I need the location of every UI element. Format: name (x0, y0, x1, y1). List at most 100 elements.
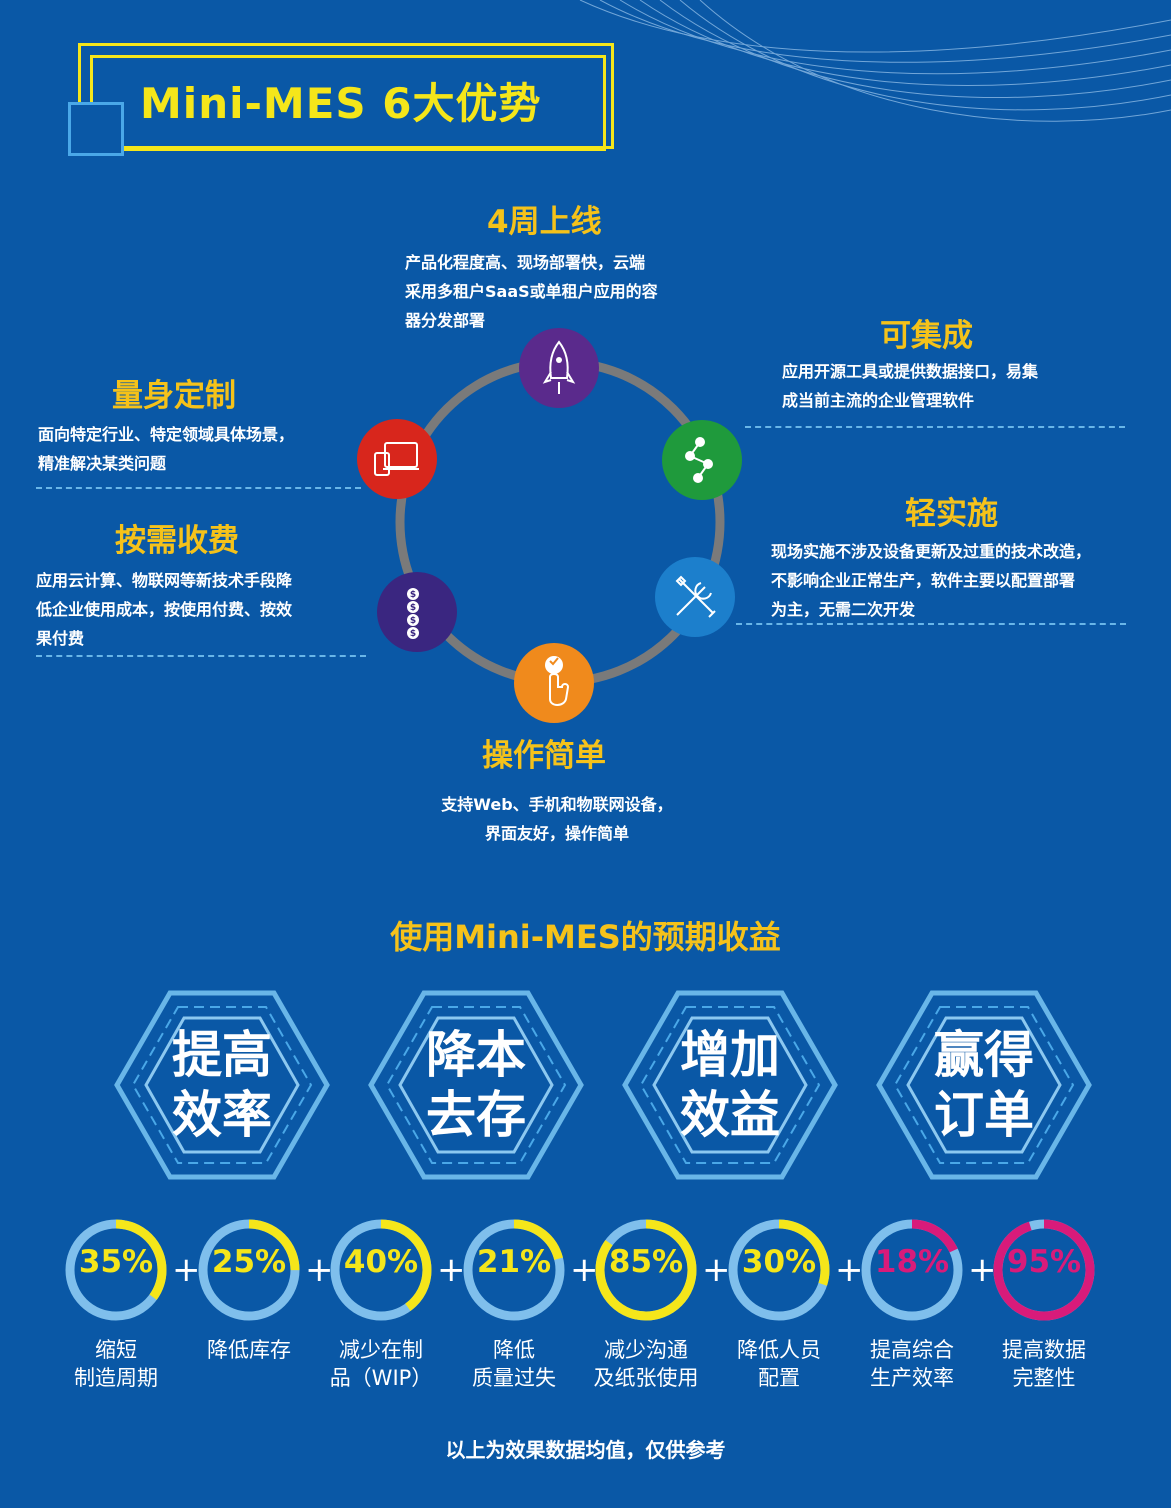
metric-value: 40% (343, 1244, 419, 1280)
touch-hand-icon (545, 656, 570, 706)
share-nodes-icon (685, 437, 713, 483)
hexagon-label-line2: 效益 (680, 1086, 780, 1144)
page-title: Mini-MES 6大优势 (140, 79, 542, 128)
svg-text:$: $ (410, 603, 416, 613)
metric-ring: 30% (727, 1218, 831, 1322)
hexagon-label-line2: 效率 (172, 1086, 272, 1144)
metric-value: 18% (874, 1244, 950, 1280)
rocket-icon (542, 340, 576, 394)
plus-sign: + (968, 1250, 997, 1290)
hexagon-label-line1: 赢得 (934, 1026, 1034, 1084)
wave-decoration (579, 0, 1171, 122)
metric-label-line: 配置 (758, 1366, 800, 1390)
metric-ring: 18% (860, 1218, 964, 1322)
plus-sign: + (835, 1250, 864, 1290)
feature-node-simple (514, 643, 594, 723)
progress-ring-icon (595, 1219, 697, 1321)
feature-desc-light: 现场实施不涉及设备更新及过重的技术改造， 不影响企业正常生产，软件主要以配置部署… (771, 542, 1092, 619)
metric-ring: 21% (462, 1218, 566, 1322)
feature-title-custom: 量身定制 (112, 378, 236, 414)
progress-ring-icon (198, 1219, 300, 1321)
metric-value: 35% (78, 1244, 154, 1280)
metric-label: 降低质量过失 (439, 1336, 589, 1392)
metric-label-line: 及纸张使用 (593, 1366, 699, 1390)
benefit-hexagon: 降本去存 (368, 990, 584, 1180)
metric-label-line: 提高综合 (870, 1338, 954, 1362)
feature-node-integrate (662, 420, 742, 500)
progress-ring-icon (330, 1219, 432, 1321)
feature-node-pay: $$$$ (377, 572, 457, 652)
metric-label-line: 完整性 (1012, 1366, 1076, 1390)
title-frame-outer (78, 43, 614, 149)
hexagon-frame-icon (876, 990, 1092, 1180)
feature-desc-pay: 应用云计算、物联网等新技术手段降 低企业使用成本，按使用付费、按效 果付费 (36, 571, 293, 648)
svg-text:$: $ (410, 616, 416, 626)
benefit-hexagon: 增加效益 (622, 990, 838, 1180)
benefit-hexagon: 赢得订单 (876, 990, 1092, 1180)
metric-label: 提高数据完整性 (969, 1336, 1119, 1392)
metric-label-line: 缩短 (95, 1338, 137, 1362)
feature-title-light: 轻实施 (905, 496, 998, 532)
metric-ring: 40% (329, 1218, 433, 1322)
divider-integrate (745, 426, 1125, 428)
metric-label: 减少在制品（WIP） (306, 1336, 456, 1392)
footnote: 以上为效果数据均值，仅供参考 (445, 1438, 726, 1462)
wrench-screwdriver-icon (675, 575, 716, 618)
feature-desc-custom: 面向特定行业、特定领域具体场景， 精准解决某类问题 (38, 425, 295, 473)
metric-label: 降低人员配置 (704, 1336, 854, 1392)
metric-label: 降低库存 (174, 1336, 324, 1364)
metric-ring: 95% (992, 1218, 1096, 1322)
hexagon-frame-icon (114, 990, 330, 1180)
hexagon-label-line1: 提高 (172, 1026, 272, 1084)
metric-label-line: 降低 (493, 1338, 535, 1362)
hexagon-frame-icon (622, 990, 838, 1180)
feature-node-weeks4 (519, 328, 599, 408)
benefits-title: 使用Mini-MES的预期收益 (390, 918, 781, 956)
hexagon-frame-icon (368, 990, 584, 1180)
metric-label-line: 降低人员 (737, 1338, 821, 1362)
metric-ring: 85% (594, 1218, 698, 1322)
hexagon-label-line1: 降本 (426, 1026, 526, 1084)
divider-pay (36, 655, 366, 657)
hexagon-label-line1: 增加 (680, 1026, 780, 1084)
feature-title-pay: 按需收费 (115, 523, 239, 559)
svg-text:$: $ (410, 590, 416, 600)
feature-desc-simple: 支持Web、手机和物联网设备， 界面友好，操作简单 (441, 795, 673, 843)
feature-title-simple: 操作简单 (482, 738, 606, 774)
feature-desc-weeks4: 产品化程度高、现场部署快，云端 采用多租户SaaS或单租户应用的容 器分发部署 (405, 253, 658, 330)
feature-node-light (655, 557, 735, 637)
divider-custom (36, 487, 361, 489)
metric-label-line: 制造周期 (74, 1366, 158, 1390)
metric-label: 减少沟通及纸张使用 (571, 1336, 721, 1392)
plus-sign: + (437, 1250, 466, 1290)
metric-value: 25% (211, 1244, 287, 1280)
metric-value: 21% (476, 1244, 552, 1280)
plus-sign: + (702, 1250, 731, 1290)
progress-ring-icon (728, 1219, 830, 1321)
metric-ring: 25% (197, 1218, 301, 1322)
progress-ring-icon (993, 1219, 1095, 1321)
metric-value: 85% (608, 1244, 684, 1280)
hexagon-label-line2: 去存 (426, 1086, 526, 1144)
benefit-hexagon: 提高效率 (114, 990, 330, 1180)
metric-value: 95% (1006, 1244, 1082, 1280)
plus-sign: + (172, 1250, 201, 1290)
metric-label-line: 生产效率 (870, 1366, 954, 1390)
plus-sign: + (305, 1250, 334, 1290)
feature-title-integrate: 可集成 (880, 318, 973, 354)
divider-light (736, 623, 1126, 625)
title-square-icon (68, 102, 124, 156)
metric-value: 30% (741, 1244, 817, 1280)
feature-title-weeks4: 4周上线 (487, 204, 602, 240)
metric-label: 缩短制造周期 (41, 1336, 191, 1392)
plus-sign: + (570, 1250, 599, 1290)
metric-ring: 35% (64, 1218, 168, 1322)
metric-label-line: 减少在制 (339, 1338, 423, 1362)
metric-label-line: 品（WIP） (329, 1366, 433, 1390)
coins-dollar-icon: $$$$ (407, 588, 419, 639)
progress-ring-icon (463, 1219, 565, 1321)
metric-label-line: 减少沟通 (604, 1338, 688, 1362)
feature-desc-integrate: 应用开源工具或提供数据接口，易集 成当前主流的企业管理软件 (782, 362, 1039, 410)
metric-label-line: 降低库存 (207, 1338, 291, 1362)
devices-icon (374, 442, 419, 476)
